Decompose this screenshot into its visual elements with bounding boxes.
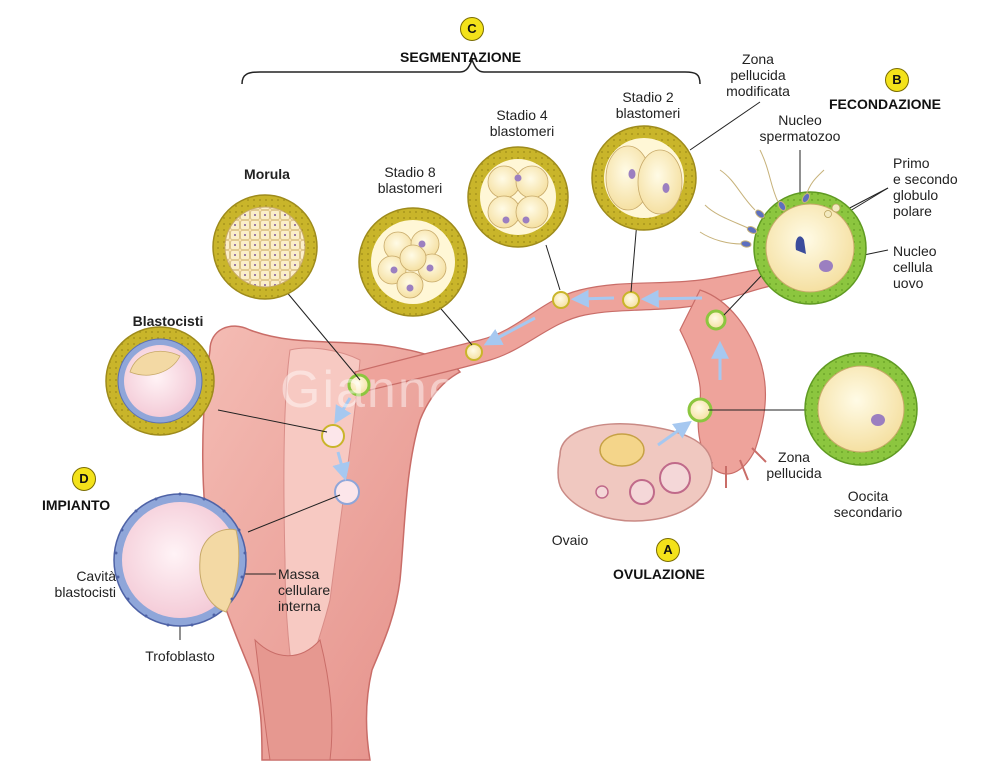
label-trofoblasto: Trofoblasto <box>145 648 215 664</box>
sperm-cells <box>699 149 825 248</box>
label-ovaio: Ovaio <box>551 532 589 548</box>
watermark: Giannelli <box>280 361 501 419</box>
follicle-1 <box>659 462 691 494</box>
oocyte-illustration <box>804 352 918 466</box>
blastocyst-illustration <box>105 326 215 436</box>
implantation-illustration <box>113 492 247 627</box>
four-cell-in-tube <box>552 291 570 309</box>
label-blastocisti: Blastocisti <box>132 313 204 329</box>
label-nucleo-uovo: Nucleo cellula uovo <box>893 243 937 291</box>
badge-d: D <box>72 467 96 491</box>
eight-cell-in-tube <box>465 343 483 361</box>
label-stadio-2: Stadio 2 blastomeri <box>615 89 681 121</box>
ovary <box>557 423 713 522</box>
label-stadio-8: Stadio 8 blastomeri <box>377 164 443 196</box>
blastocyst-in-uterus <box>321 424 345 448</box>
morula-in-tube <box>347 373 371 397</box>
label-zona-pellucida: Zona pellucida <box>766 449 822 481</box>
label-morula: Morula <box>244 166 290 182</box>
label-oocita-secondario: Oocita secondario <box>833 488 903 520</box>
title-fecondazione: FECONDAZIONE <box>829 96 941 112</box>
segmentazione-brace <box>241 58 701 85</box>
badge-b: B <box>885 68 909 92</box>
arrow-tube-2 <box>570 289 615 308</box>
tube-fimbriae <box>679 289 767 475</box>
arrow-uterus-1 <box>334 397 352 425</box>
badge-a: A <box>656 538 680 562</box>
title-segmentazione: SEGMENTAZIONE <box>400 49 522 65</box>
arrow-uterus-2 <box>332 451 350 481</box>
cervix <box>254 638 333 761</box>
two-cell-in-tube <box>622 291 640 309</box>
arrow-ovulation <box>657 420 692 447</box>
corpus-luteum <box>599 433 645 467</box>
label-nucleo-spermatozoo: Nucleo spermatozoo <box>759 112 841 144</box>
label-zona-pellucida-modificata: Zona pellucida modificata <box>726 51 790 99</box>
stage-4-illustration <box>467 146 569 248</box>
stage-8-illustration <box>358 207 468 317</box>
label-globulo-polare: Primo e secondo globulo polare <box>893 155 958 219</box>
label-cavita-blastocisti: Cavità blastocisti <box>54 568 116 600</box>
oocyte-at-ovary <box>687 397 713 423</box>
zygote-in-tube <box>705 309 727 331</box>
label-massa-cellulare-interna: Massa cellulare interna <box>278 566 331 614</box>
implanting-blastocyst <box>334 479 360 505</box>
follicle-3 <box>595 485 609 499</box>
embryo-path <box>321 289 729 505</box>
follicle-2 <box>629 479 655 505</box>
badge-c: C <box>460 17 484 41</box>
stage-2-illustration <box>591 125 697 231</box>
morula-illustration <box>212 194 318 300</box>
title-impianto: IMPIANTO <box>42 497 111 513</box>
uterus-anatomy <box>201 267 776 761</box>
label-stadio-4: Stadio 4 blastomeri <box>489 107 555 139</box>
arrow-tube-3 <box>483 316 536 346</box>
fertilization-illustration <box>699 149 867 305</box>
title-ovulazione: OVULAZIONE <box>613 566 705 582</box>
arrow-tube-1 <box>640 289 703 308</box>
